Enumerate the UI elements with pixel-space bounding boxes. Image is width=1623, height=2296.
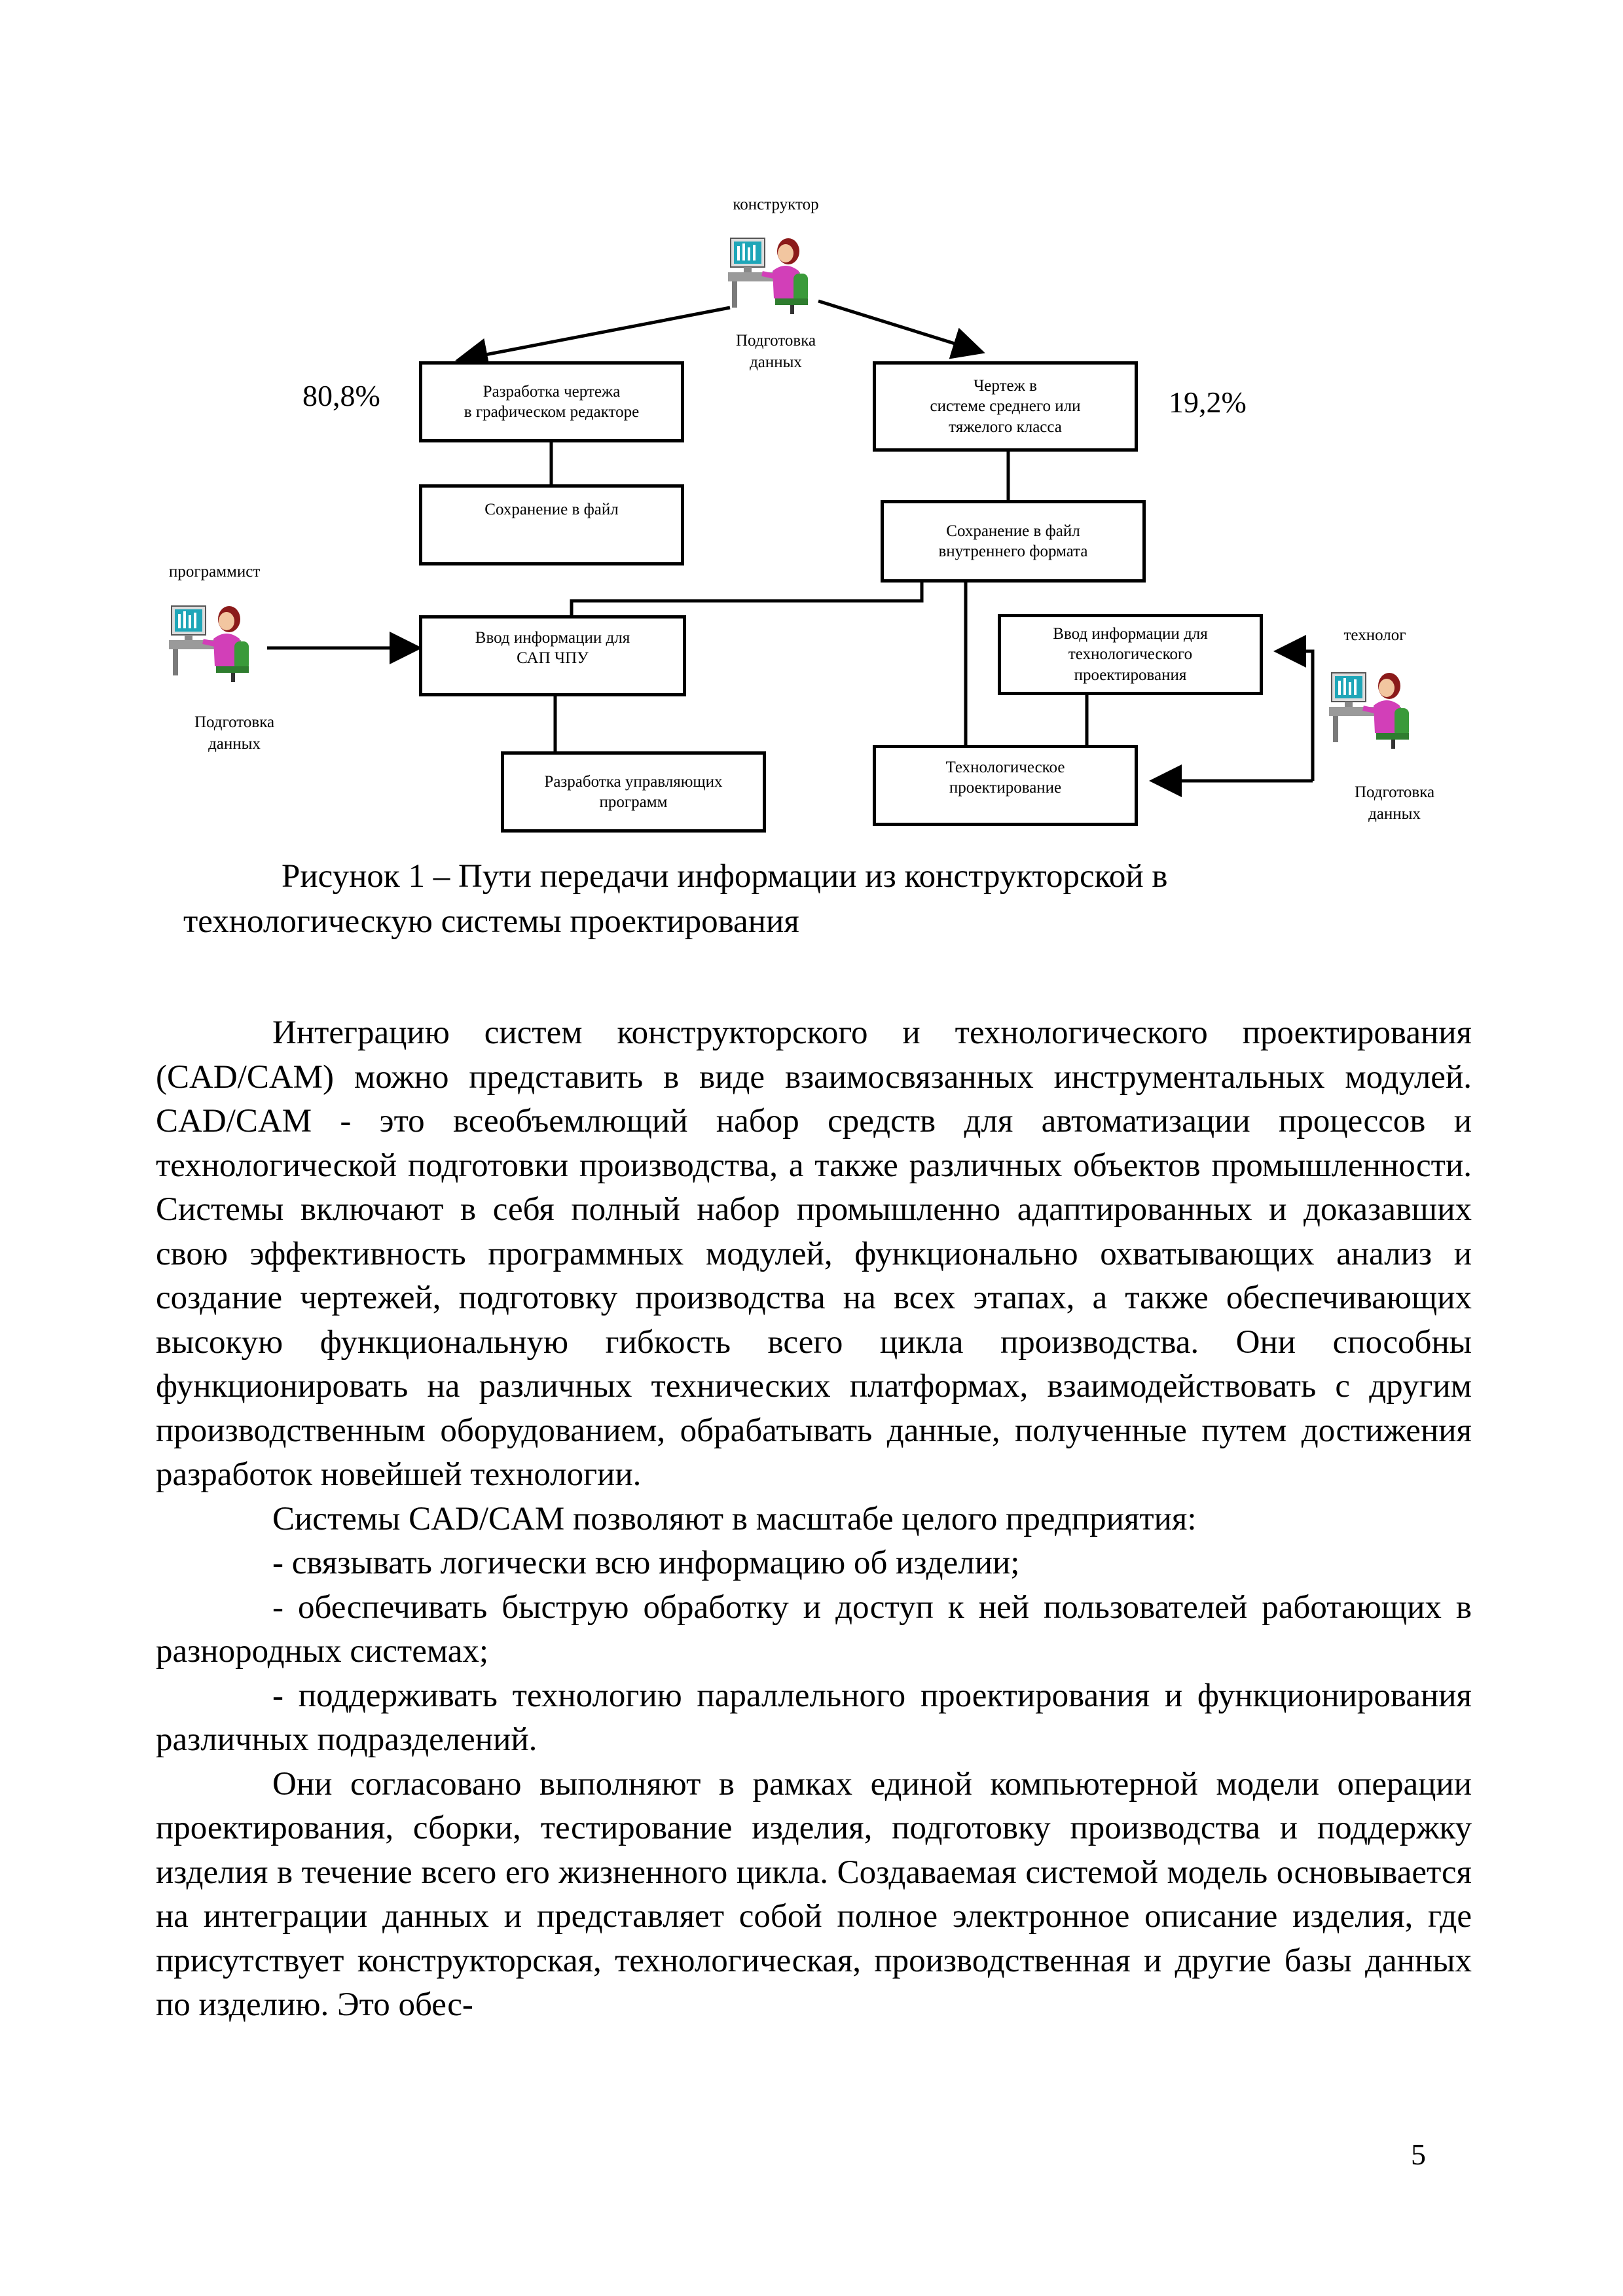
- list-item-link-info: - связывать логически всю информацию об …: [272, 1545, 1020, 1581]
- paragraph-integration: Интеграцию систем конструкторского и тех…: [156, 1014, 1472, 1493]
- technologist-data-prep-label: Подготовка данных: [1354, 783, 1435, 823]
- designer-data-prep-label: Подготовка данных: [735, 332, 816, 371]
- caption-line-1: Рисунок 1 – Пути передачи информации из …: [282, 858, 1168, 895]
- percent-heavy-system: 19,2%: [1169, 386, 1247, 419]
- box-control-programs-text: Разработка управляющих программ: [544, 772, 723, 811]
- figure-caption: Рисунок 1 – Пути передачи информации из …: [183, 854, 1480, 944]
- box-save-file-text: Сохранение в файл: [484, 501, 619, 518]
- technologist-icon: [1329, 673, 1409, 749]
- box-tech-design: Технологическое проектирование: [873, 745, 1138, 826]
- box-tech-design-text: Технологическое проектирование: [945, 759, 1065, 797]
- box-heavy-system-text: Чертеж в системе среднего или тяжелого к…: [930, 377, 1081, 436]
- body-text: Интеграцию систем конструкторского и тех…: [156, 1011, 1472, 2028]
- designer-icon: [728, 238, 808, 314]
- paragraph-systems-allow: Системы CAD/CAM позволяют в масштабе цел…: [272, 1500, 1197, 1537]
- diagram-connectors: [0, 0, 1623, 797]
- box-save-internal: Сохранение в файл внутреннего формата: [881, 500, 1146, 583]
- percent-graphic-editor: 80,8%: [302, 379, 380, 412]
- box-input-cnc: Ввод информации для САП ЧПУ: [419, 615, 686, 696]
- box-input-tech-text: Ввод информации для технологического про…: [1053, 625, 1208, 684]
- box-control-programs: Разработка управляющих программ: [501, 751, 766, 833]
- box-heavy-system: Чертеж в системе среднего или тяжелого к…: [873, 361, 1138, 452]
- technologist-label: технолог: [1343, 626, 1406, 644]
- box-save-file: Сохранение в файл: [419, 484, 684, 565]
- box-save-internal-text: Сохранение в файл внутреннего формата: [938, 522, 1088, 560]
- programmer-label: программист: [169, 563, 261, 581]
- box-input-cnc-text: Ввод информации для САП ЧПУ: [475, 629, 630, 668]
- paragraph-single-model: Они согласовано выполняют в рамках едино…: [156, 1765, 1472, 2024]
- designer-label: конструктор: [733, 196, 819, 213]
- caption-line-2: технологическую системы проектирования: [183, 903, 799, 940]
- box-graphic-editor-text: Разработка чертежа в графическом редакто…: [464, 382, 640, 421]
- list-item-parallel-design: - поддерживать технологию параллельного …: [156, 1677, 1472, 1759]
- list-item-fast-processing: - обеспечивать быструю обработку и досту…: [156, 1588, 1472, 1670]
- programmer-icon: [169, 606, 249, 682]
- box-graphic-editor: Разработка чертежа в графическом редакто…: [419, 361, 684, 442]
- page-number: 5: [1411, 2138, 1426, 2171]
- box-input-tech: Ввод информации для технологического про…: [998, 614, 1263, 695]
- programmer-data-prep-label: Подготовка данных: [194, 713, 275, 753]
